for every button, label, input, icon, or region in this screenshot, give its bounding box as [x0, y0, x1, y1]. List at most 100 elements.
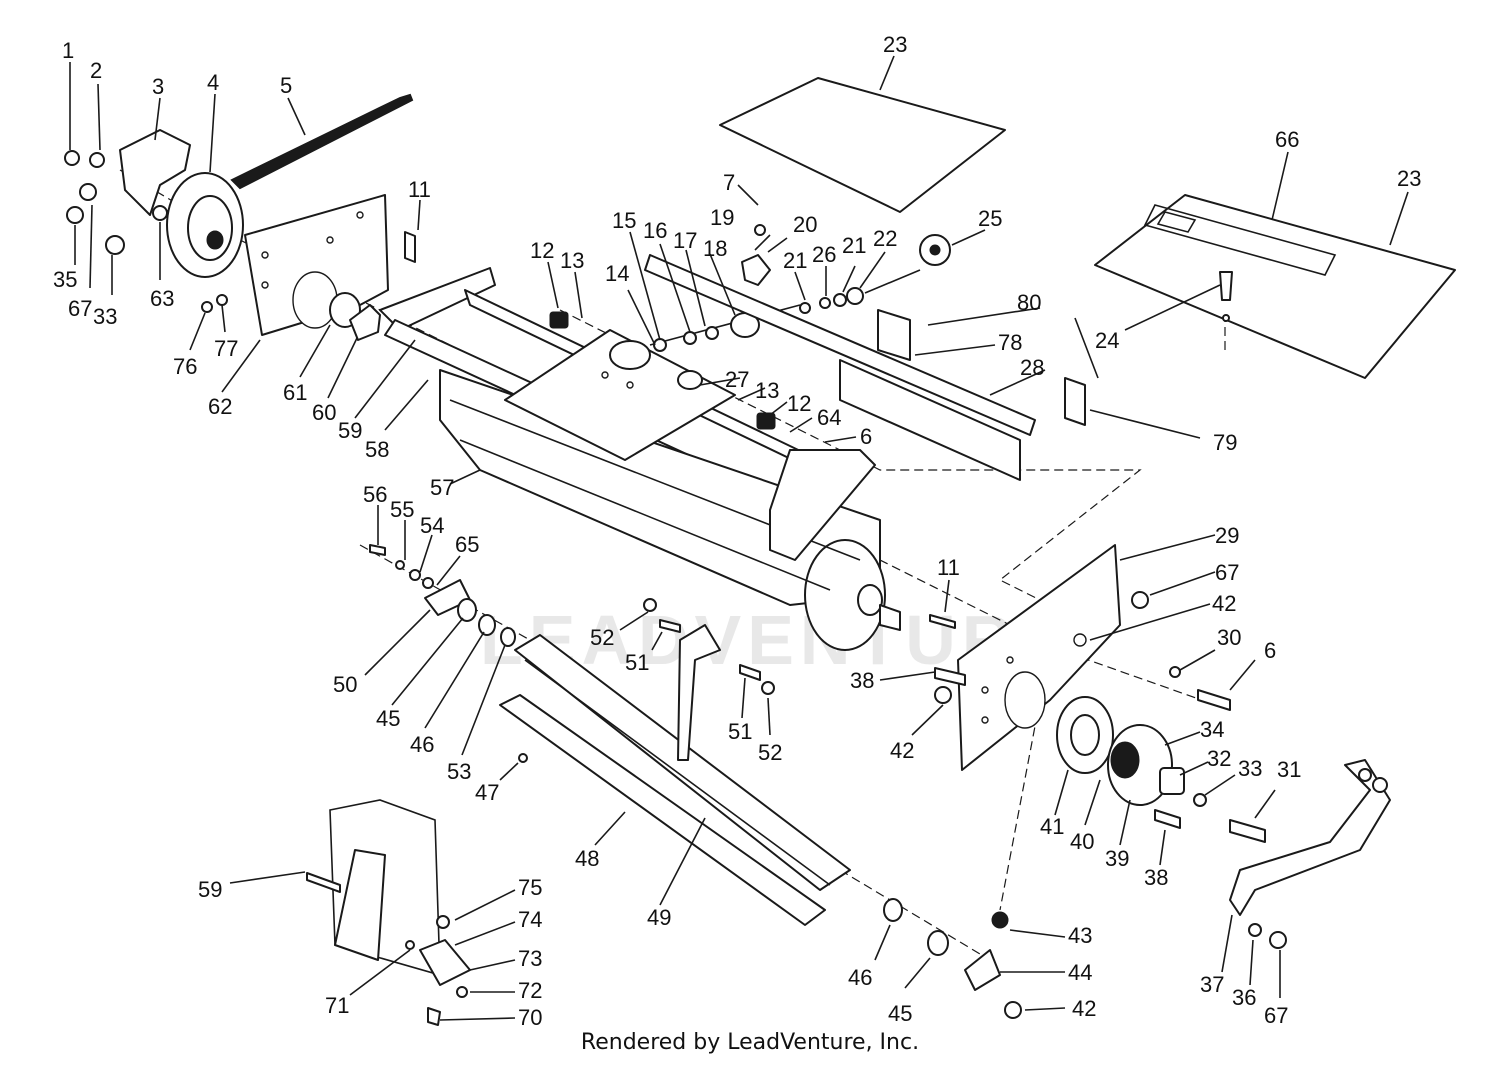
carrier-plate	[504, 329, 736, 461]
height-adjust-bracket	[306, 799, 471, 1026]
callout-52-bottom: 52	[758, 740, 782, 765]
right-side-plate	[957, 544, 1121, 771]
render-caption: Rendered by LeadVenture, Inc.	[580, 1030, 920, 1055]
callout-22: 22	[873, 226, 897, 251]
callout-57: 57	[430, 475, 454, 500]
bedbar	[499, 634, 851, 926]
callout-49: 49	[647, 905, 671, 930]
callout-36: 36	[1232, 985, 1256, 1010]
callout-3: 3	[152, 74, 164, 99]
callout-6-right: 6	[1264, 638, 1276, 663]
callout-51-top: 51	[625, 650, 649, 675]
callout-5: 5	[280, 73, 292, 98]
callout-51-bottom: 51	[728, 719, 752, 744]
callout-11-right: 11	[937, 555, 960, 580]
callout-42-bottom: 42	[1072, 996, 1096, 1021]
callout-78: 78	[998, 330, 1022, 355]
right-bedknife-bearing	[883, 898, 1022, 1019]
callout-63: 63	[150, 286, 174, 311]
leader-lines	[69, 55, 1409, 1021]
callout-60: 60	[312, 400, 336, 425]
reel-bracket	[769, 449, 876, 561]
callout-15: 15	[612, 208, 636, 233]
callout-66: 66	[1275, 127, 1299, 152]
callout-17: 17	[673, 228, 697, 253]
callout-29: 29	[1215, 523, 1239, 548]
callout-61: 61	[283, 380, 307, 405]
callout-6-mid: 6	[860, 424, 872, 449]
pulley-bracket	[119, 129, 191, 216]
left-hardware	[64, 150, 228, 313]
spring-12-left	[549, 311, 569, 329]
callout-26: 26	[812, 242, 836, 267]
callout-42-mid: 42	[890, 738, 914, 763]
callout-43: 43	[1068, 923, 1092, 948]
callout-72: 72	[518, 978, 542, 1003]
left-bedknife-bearing	[369, 544, 516, 647]
callout-38-right: 38	[1144, 865, 1168, 890]
callout-33-right: 33	[1238, 756, 1262, 781]
mount-hardware	[1248, 768, 1388, 949]
left-bearing	[329, 292, 381, 341]
callout-45-bottom: 45	[888, 1001, 912, 1026]
callout-59-bottom: 59	[198, 877, 222, 902]
callout-28: 28	[1020, 355, 1044, 380]
callout-46-bottom: 46	[848, 965, 872, 990]
callout-16: 16	[643, 218, 667, 243]
callout-30: 30	[1217, 625, 1241, 650]
bolt-24-washer	[1222, 314, 1230, 322]
key-11-right	[929, 614, 956, 629]
callout-42-top: 42	[1212, 591, 1236, 616]
callout-34: 34	[1200, 717, 1224, 742]
bracket-78	[877, 309, 911, 361]
callout-44: 44	[1068, 960, 1092, 985]
callout-32: 32	[1207, 746, 1231, 771]
callout-37: 37	[1200, 972, 1224, 997]
callout-75: 75	[518, 875, 542, 900]
mount-bracket	[1229, 759, 1391, 916]
callout-7: 7	[723, 170, 735, 195]
callout-46-left: 46	[410, 732, 434, 757]
callout-45-left: 45	[376, 706, 400, 731]
callout-47: 47	[475, 780, 499, 805]
callout-labels: 1 2 3 4 5 23 66 23 7 19 20 25 11 12 13 1…	[53, 32, 1421, 1030]
callout-53: 53	[447, 759, 471, 784]
callout-12-mid: 12	[787, 391, 811, 416]
callout-55: 55	[390, 497, 414, 522]
callout-62: 62	[208, 394, 232, 419]
key-11-left	[404, 231, 416, 263]
callout-21-b: 21	[842, 233, 866, 258]
callout-19: 19	[710, 205, 734, 230]
callout-79: 79	[1213, 430, 1237, 455]
bolt-24	[1219, 271, 1233, 301]
callout-70: 70	[518, 1005, 542, 1030]
callout-23-top: 23	[883, 32, 907, 57]
callout-2: 2	[90, 58, 102, 83]
callout-40: 40	[1070, 829, 1094, 854]
top-shield	[719, 77, 1006, 213]
callout-73: 73	[518, 946, 542, 971]
callout-67-left: 67	[68, 296, 92, 321]
callout-35: 35	[53, 267, 77, 292]
right-shield	[1094, 194, 1456, 379]
callout-56: 56	[363, 482, 387, 507]
callout-77: 77	[214, 336, 238, 361]
callout-59-top: 59	[338, 418, 362, 443]
bracket-79	[1064, 377, 1086, 426]
callout-21-a: 21	[783, 248, 807, 273]
callout-25: 25	[978, 206, 1002, 231]
spring-12-right	[756, 412, 776, 430]
drive-pulley	[166, 172, 244, 278]
roller-bar	[839, 359, 1021, 481]
callout-1: 1	[62, 38, 74, 63]
drive-belt	[230, 93, 414, 190]
right-bearing-housing	[1056, 696, 1185, 806]
callout-38-mid: 38	[850, 668, 874, 693]
callout-48: 48	[575, 846, 599, 871]
callout-71: 71	[325, 993, 349, 1018]
callout-31: 31	[1277, 757, 1301, 782]
callout-33-left: 33	[93, 304, 117, 329]
bedbar-adjuster	[518, 598, 775, 763]
callout-23-right: 23	[1397, 166, 1421, 191]
